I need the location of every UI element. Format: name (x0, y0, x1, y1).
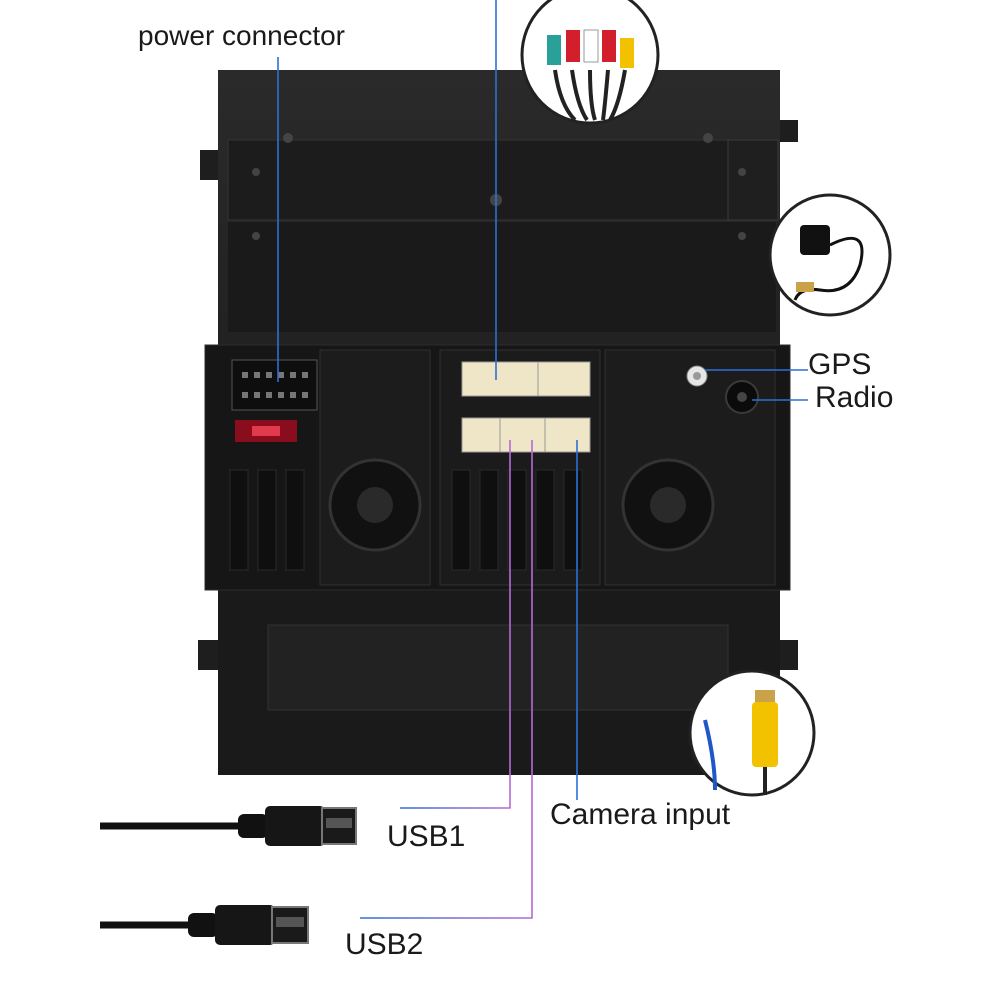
gps-antenna-icon (768, 193, 892, 317)
usb-cable-icon (100, 806, 357, 846)
radio-antenna-port (725, 380, 759, 414)
camera-rca-cable-icon (688, 669, 816, 797)
usb2-label: USB2 (345, 928, 424, 961)
leader-lines (277, 0, 808, 919)
radio-label: Radio (815, 381, 894, 414)
harness-connectors (461, 361, 591, 453)
usb-cable-icon (100, 905, 309, 945)
fan-icon (621, 458, 715, 552)
rca-cable-icon (520, 0, 660, 125)
gps-label: GPS (808, 348, 872, 381)
camera-input-label: Camera input (550, 798, 731, 831)
power-connector-label: power connector (138, 20, 346, 51)
usb1-label: USB1 (387, 820, 466, 853)
fan-icon (328, 458, 422, 552)
gps-port (686, 365, 708, 387)
power-connector-port (231, 359, 318, 442)
